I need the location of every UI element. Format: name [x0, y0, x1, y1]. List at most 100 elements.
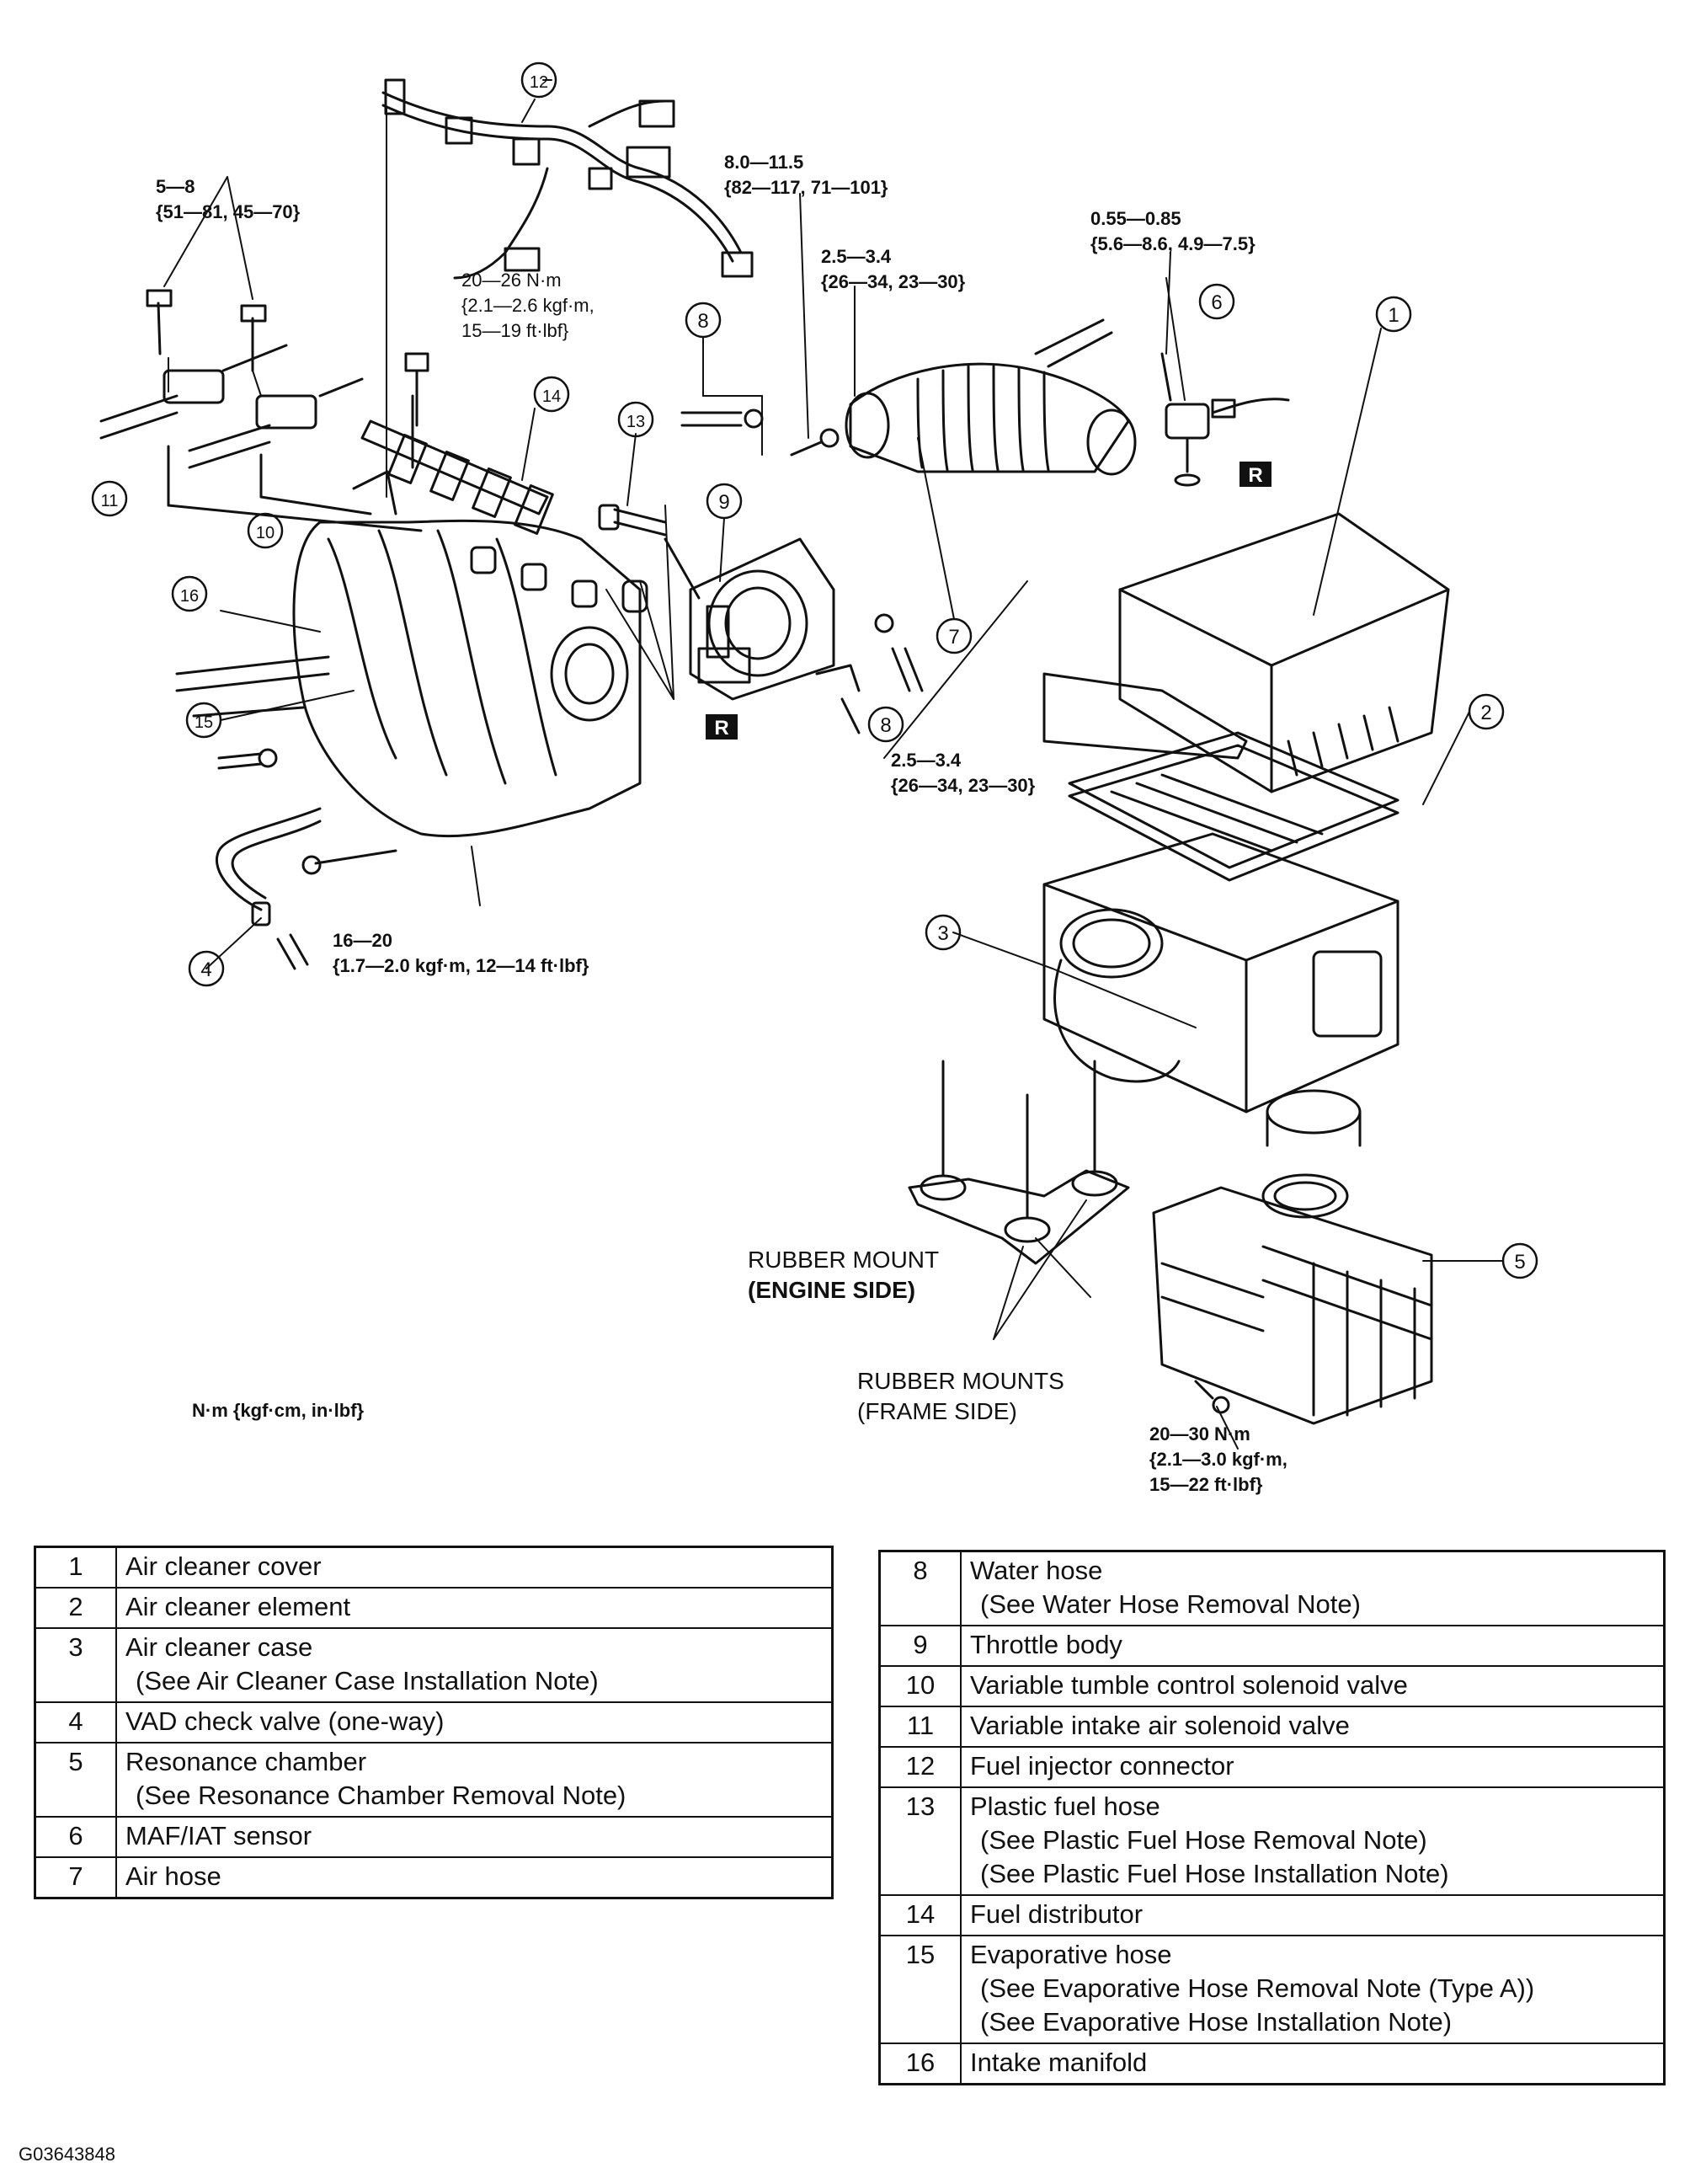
legend-item-number: 3 — [34, 1627, 117, 1703]
rubber-mount-engine-side-label: RUBBER MOUNT (ENGINE SIDE) — [748, 1247, 940, 1303]
legend-item-number: 12 — [878, 1746, 962, 1788]
callout-14: 14 — [542, 387, 561, 406]
legend-item-note: (See Water Hose Removal Note) — [980, 1589, 1361, 1619]
legend-row: 10 Variable tumble control solenoid valve — [878, 1665, 1666, 1707]
figure-id: G03643848 — [19, 2144, 115, 2165]
torque-spec-8-11-5: 8.0—11.5 {82—117, 71—101} — [724, 152, 888, 198]
legend-item-description: Air hose — [115, 1856, 834, 1899]
legend-item-description: Intake manifold — [960, 2042, 1666, 2085]
legend-item-name: Fuel injector connector — [970, 1751, 1234, 1781]
water-hoses-drawing — [680, 408, 924, 734]
callout-5: 5 — [1514, 1251, 1525, 1274]
legend-row: 12 Fuel injector connector — [878, 1746, 1666, 1788]
torque-spec-0-55-0-85: 0.55—0.85 {5.6—8.6, 4.9—7.5} — [1090, 208, 1256, 254]
legend-item-description: Air cleaner element — [115, 1587, 834, 1629]
callout-6: 6 — [1211, 291, 1222, 314]
callout-8-top: 8 — [697, 310, 708, 333]
legend-item-number: 9 — [878, 1625, 962, 1667]
legend-item-number: 10 — [878, 1665, 962, 1707]
legend-item-description: Water hose(See Water Hose Removal Note) — [960, 1550, 1666, 1626]
legend-item-name: Variable intake air solenoid valve — [970, 1711, 1350, 1740]
legend-item-note: (See Plastic Fuel Hose Removal Note) — [980, 1825, 1427, 1855]
legend-item-description: Air cleaner case (See Air Cleaner Case In… — [115, 1627, 834, 1703]
legend-item-note: (See Plastic Fuel Hose Installation Note… — [980, 1859, 1449, 1888]
legend-item-number: 7 — [34, 1856, 117, 1899]
legend-item-name: Intake manifold — [970, 2048, 1148, 2077]
legend-item-name: Fuel distributor — [970, 1899, 1144, 1929]
legend-item-name: VAD check valve (one-way) — [125, 1706, 445, 1736]
legend-item-name: Air hose — [125, 1861, 221, 1891]
evaporative-hose-drawing — [215, 748, 322, 970]
legend-row: 15 Evaporative hose (See Evaporative Hose … — [878, 1935, 1666, 2044]
callout-2: 2 — [1480, 702, 1491, 724]
legend-item-name: Plastic fuel hose — [970, 1792, 1160, 1821]
legend-item-note: (See Air Cleaner Case Installation Note) — [136, 1666, 599, 1695]
legend-item-name: Air cleaner cover — [125, 1551, 322, 1581]
legend-item-number: 5 — [34, 1742, 117, 1818]
legend-item-description: VAD check valve (one-way) — [115, 1701, 834, 1743]
legend-item-note: (See Resonance Chamber Removal Note) — [136, 1781, 626, 1810]
bolts-drawing — [301, 394, 1230, 1414]
fuel-injector-harness-drawing — [381, 78, 754, 280]
legend-item-description: Fuel distributor — [960, 1894, 1666, 1936]
legend-row: 9 Throttle body — [878, 1625, 1666, 1667]
air-cleaner-cover-drawing — [1042, 512, 1450, 793]
callout-16: 16 — [180, 587, 199, 606]
legend-item-number: 2 — [34, 1587, 117, 1629]
legend-row: 1 Air cleaner cover — [34, 1546, 834, 1589]
unit-note: N·m {kgf·cm, in·lbf} — [192, 1400, 365, 1421]
resonance-chamber-drawing — [1152, 1173, 1433, 1425]
legend-item-name: Throttle body — [970, 1630, 1122, 1659]
legend-item-description: Evaporative hose (See Evaporative Hose Re… — [960, 1935, 1666, 2044]
legend-item-note: (See Evaporative Hose Removal Note (Type… — [980, 1973, 1535, 2003]
callout-1: 1 — [1388, 304, 1399, 327]
legend-item-name: Air cleaner case — [125, 1632, 313, 1662]
legend-item-name: MAF/IAT sensor — [125, 1821, 312, 1850]
legend-item-description: Fuel injector connector — [960, 1746, 1666, 1788]
legend-item-description: Plastic fuel hose (See Plastic Fuel Hose … — [960, 1786, 1666, 1896]
legend-row: 5 Resonance chamber (See Resonance Chamber… — [34, 1742, 834, 1818]
plastic-fuel-hose-drawing — [598, 504, 667, 537]
callout-circles — [91, 61, 1538, 1279]
legend-item-number: 8 — [878, 1550, 962, 1626]
r-marker-boxes — [706, 462, 1271, 740]
legend-item-description: Variable tumble control solenoid valve — [960, 1665, 1666, 1707]
legend-item-number: 1 — [34, 1546, 117, 1589]
callout-12: 12 — [530, 73, 548, 92]
repair-marker-r: R — [714, 717, 728, 740]
callout-9: 9 — [718, 491, 729, 514]
torque-spec-2-5-3-4-bottom: 2.5—3.4 {26—34, 23—30} — [891, 750, 1036, 796]
callout-8-bottom: 8 — [880, 714, 891, 737]
intake-manifold-drawing — [175, 470, 648, 838]
legend-item-number: 14 — [878, 1894, 962, 1936]
fuel-distributor-drawing — [360, 352, 554, 535]
torque-spec-2-5-3-4-top: 2.5—3.4 {26—34, 23—30} — [821, 246, 966, 292]
legend-row: 7 Air hose — [34, 1856, 834, 1899]
legend-item-description: MAF/IAT sensor — [115, 1816, 834, 1858]
legend-row: 14 Fuel distributor — [878, 1894, 1666, 1936]
legend-item-description: Variable intake air solenoid valve — [960, 1706, 1666, 1748]
throttle-body-drawing — [664, 537, 861, 701]
callout-11: 11 — [101, 492, 119, 510]
legend-item-name: Resonance chamber — [125, 1747, 367, 1776]
air-cleaner-element-drawing — [1068, 731, 1399, 882]
callout-15: 15 — [195, 713, 213, 732]
callout-10: 10 — [256, 524, 275, 542]
maf-iat-sensor-drawing — [1160, 352, 1290, 487]
air-hose-drawing — [845, 318, 1137, 476]
solenoid-valves-drawing — [99, 289, 423, 532]
legend-item-name: Evaporative hose — [970, 1940, 1172, 1969]
leader-lines — [163, 79, 1504, 1450]
rubber-mounts-frame-side-label: RUBBER MOUNTS (FRAME SIDE) — [857, 1368, 1064, 1424]
callout-3: 3 — [937, 922, 948, 945]
callout-7: 7 — [948, 626, 959, 649]
callout-13: 13 — [626, 413, 645, 431]
legend-item-number: 15 — [878, 1935, 962, 2044]
legend-item-name: Variable tumble control solenoid valve — [970, 1670, 1408, 1700]
